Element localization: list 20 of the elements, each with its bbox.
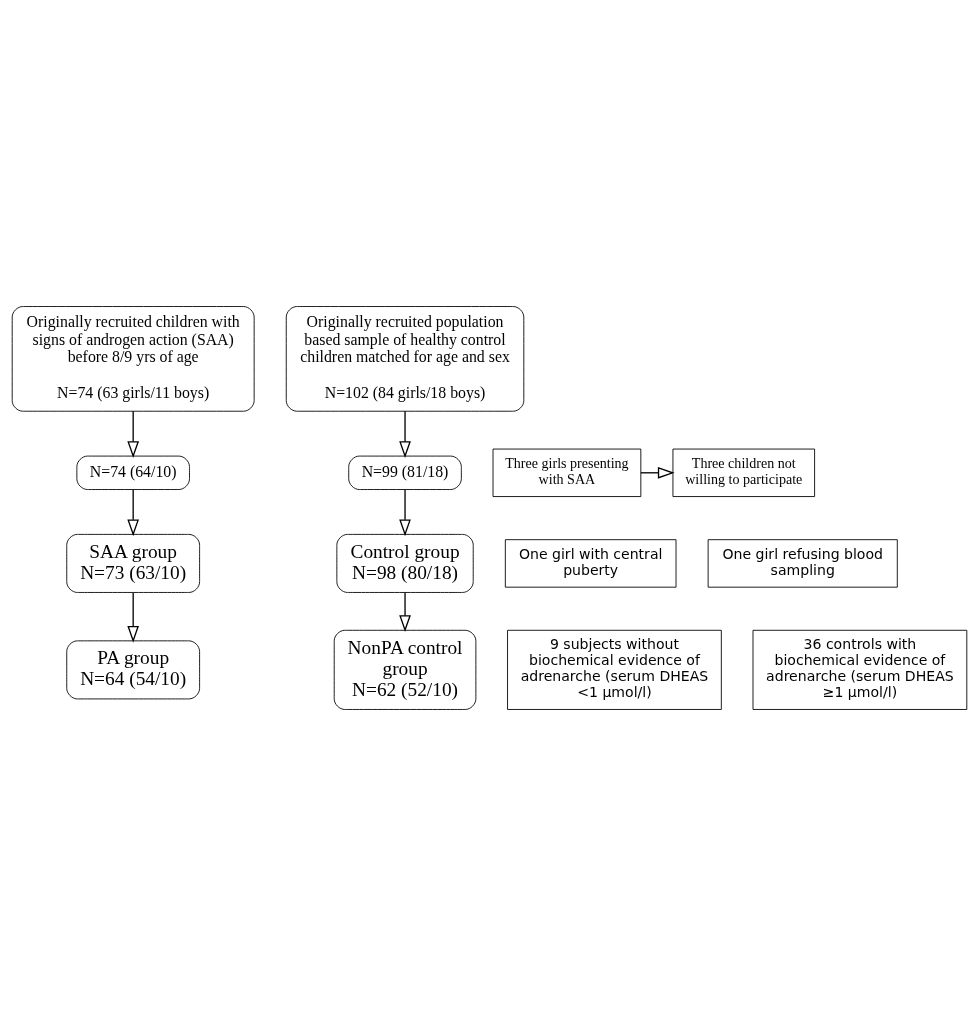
- node-box: SAA group N=73 (63/10): [66, 533, 201, 593]
- node-box: Control group N=98 (80/18): [336, 533, 474, 593]
- node-box: One girl refusing blood sampling: [707, 539, 898, 588]
- node-box: Originally recruited population based sample of healthy control children matched for age and sex N=102 (84 girls/18 boys): [285, 306, 525, 412]
- arrow: [127, 410, 140, 458]
- node-box: One girl with central puberty: [504, 539, 677, 588]
- arrow: [127, 488, 140, 537]
- node-box: N=99 (81/18): [348, 455, 462, 490]
- arrow: [399, 410, 411, 458]
- arrow: [399, 488, 411, 537]
- node-box: Originally recruited children with signs of androgen action (SAA) before 8/9 yrs of age N=74 (63 girls/11 boys): [11, 306, 255, 412]
- node-box: Three girls presenting with SAA: [492, 448, 642, 497]
- node-box: 36 controls with biochemical evidence of adrenarche (serum DHEAS ≥1 µmol/l): [752, 629, 968, 710]
- arrow: [127, 592, 140, 643]
- node-box: 9 subjects without biochemical evidence of adrenarche (serum DHEAS <1 µmol/l): [507, 629, 722, 710]
- node-box: PA group N=64 (54/10): [66, 640, 201, 700]
- arrow: [399, 592, 411, 633]
- node-box: NonPA control group N=62 (52/10): [333, 629, 477, 710]
- node-box: Three children not willing to participate: [672, 448, 816, 497]
- node-box: N=74 (64/10): [76, 455, 190, 490]
